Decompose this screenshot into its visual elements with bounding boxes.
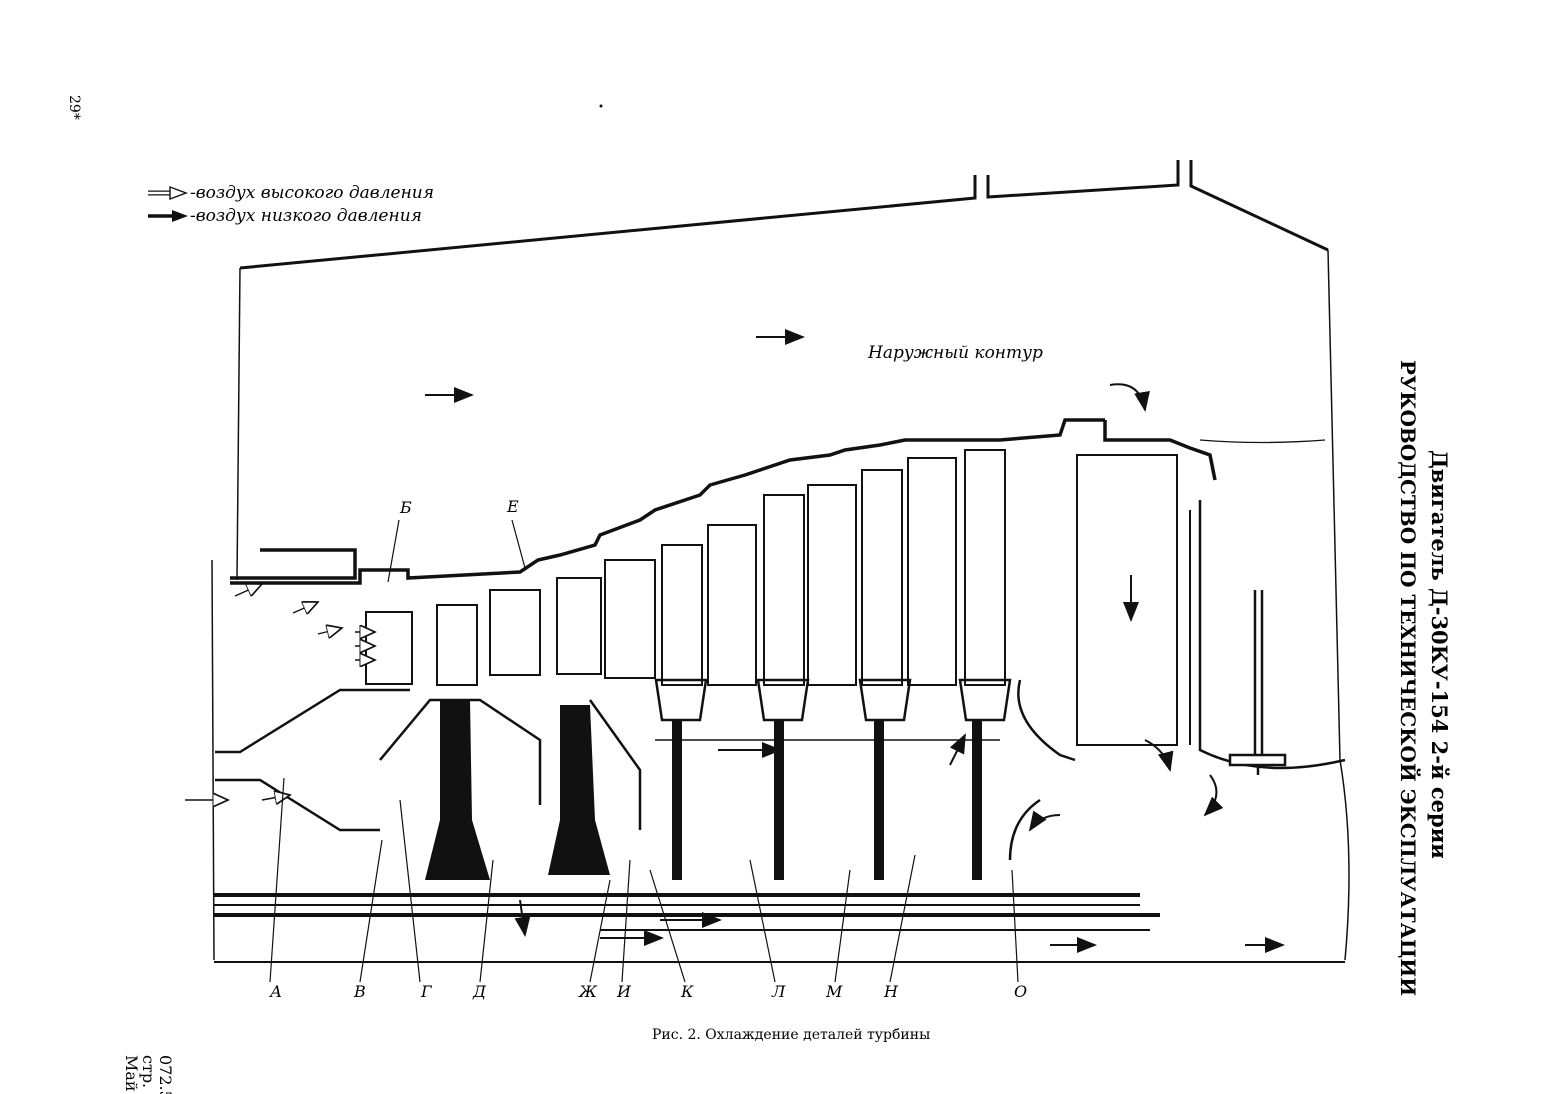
outer-duct: [211, 160, 1350, 961]
outer-contour-label: Наружный контур: [867, 343, 1043, 363]
callout-leaders: [269, 519, 1019, 983]
callout-g: Г: [420, 982, 433, 1001]
low-pressure-flow-arrows: [514, 383, 1224, 953]
callout-i: И: [616, 982, 632, 1001]
high-pressure-flow-arrows: [185, 584, 375, 800]
page-number: 29*: [66, 95, 82, 120]
callout-b: Б: [399, 498, 412, 517]
stage-hubs: [654, 678, 1012, 741]
inner-cones: [215, 500, 1346, 861]
exhaust-probe: [1228, 590, 1287, 775]
print-speck: [599, 104, 603, 108]
turbine-disks: [425, 700, 982, 880]
callout-letters: Б Е А В Г Д Ж И К Л М Н О: [269, 497, 1027, 1001]
callout-m: М: [825, 982, 843, 1001]
vertical-title: Двигатель Д-30КУ-154 2-й серии РУКОВОДСТ…: [1396, 360, 1452, 996]
turbine-stages: [365, 449, 1191, 746]
legend: -воздух высокого давления -воздух низког…: [148, 183, 434, 226]
callout-a: А: [269, 982, 282, 1001]
legend-low-pressure-arrow-icon: [148, 210, 188, 222]
shafts: [214, 893, 1345, 963]
legend-high-pressure-arrow-icon: [148, 185, 188, 201]
callout-n: Н: [883, 982, 899, 1001]
callout-zh: Ж: [578, 982, 598, 1001]
callout-l: Л: [771, 982, 786, 1001]
bypass-flow-arrows: [425, 329, 1285, 953]
callout-v: В: [353, 982, 366, 1001]
doc-code: 072.50.00: [156, 1055, 175, 1094]
doc-page: стр. 3: [139, 1055, 158, 1094]
figure-caption: Рис. 2. Охлаждение деталей турбины: [652, 1027, 930, 1043]
legend-high-pressure-label: -воздух высокого давления: [190, 183, 434, 203]
legend-low-pressure-label: -воздух низкого давления: [190, 206, 422, 226]
callout-d: Д: [472, 982, 487, 1001]
callout-o: О: [1014, 982, 1027, 1001]
callout-e: Е: [506, 497, 519, 516]
core-casing: [230, 418, 1326, 585]
callout-k: К: [680, 982, 694, 1001]
doc-meta: 072.50.00 стр. 3 Май 5/87: [122, 1055, 175, 1094]
title-engine: Двигатель Д-30КУ-154 2-й серии: [1427, 450, 1452, 859]
title-manual: РУКОВОДСТВО ПО ТЕХНИЧЕСКОЙ ЭКСПЛУАТАЦИИ: [1396, 360, 1422, 996]
doc-date: Май 5/87: [122, 1055, 141, 1094]
